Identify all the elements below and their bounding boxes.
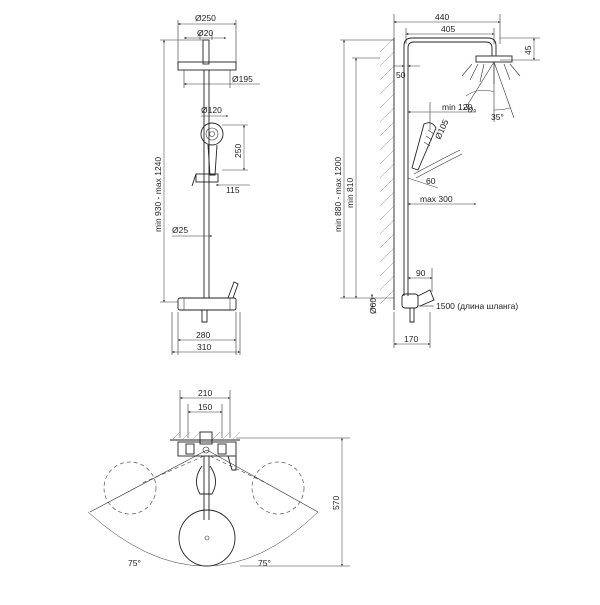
- mixer-top: [177, 441, 237, 457]
- dim-45: 45: [523, 45, 533, 55]
- dim-150: 150: [198, 402, 212, 412]
- dim-height-range: min 930 - max 1240: [153, 157, 163, 232]
- dim-d25: Ø25: [172, 225, 188, 235]
- hand-shower-side: [411, 122, 437, 171]
- shower-arm: [403, 37, 497, 70]
- hand-shower-face: [200, 122, 224, 146]
- top-view: 210 150 75°: [87, 388, 350, 568]
- dim-250: 250: [233, 144, 243, 158]
- dim-min-120: min 120: [442, 102, 473, 112]
- dim-d120: Ø120: [201, 105, 222, 115]
- dim-570: 570: [331, 496, 341, 510]
- dim-405: 405: [441, 24, 455, 34]
- angle-right-75: 75°: [258, 558, 271, 568]
- dim-height-range-side: min 880 - max 1200: [333, 157, 343, 232]
- dim-max-300: max 300: [420, 194, 453, 204]
- dim-d60: Ø60: [368, 298, 378, 314]
- dim-310: 310: [197, 342, 211, 352]
- rain-shower-head: [177, 61, 237, 71]
- dim-d250: Ø250: [195, 13, 216, 23]
- dim-210: 210: [198, 388, 212, 398]
- dim-170: 170: [404, 334, 418, 344]
- swing-position-right: [251, 461, 305, 515]
- dim-d20: Ø20: [197, 28, 213, 38]
- label-hose-length: 1500 (длина шланга): [436, 301, 518, 311]
- slide-holder: [195, 173, 219, 183]
- angle-60: 60: [426, 176, 436, 186]
- swing-position-left: [103, 461, 157, 515]
- dim-90: 90: [416, 268, 426, 278]
- angle-left-75: 75°: [128, 558, 141, 568]
- dim-min-810: min 810: [345, 177, 355, 208]
- dim-50: 50: [396, 70, 406, 80]
- hose: [413, 149, 461, 175]
- dim-115: 115: [226, 185, 240, 195]
- dim-440: 440: [435, 12, 449, 22]
- side-view: 440 405 45 30° 35° 50: [333, 12, 540, 348]
- mixer-side: [401, 293, 419, 309]
- dim-280: 280: [196, 330, 210, 340]
- dim-d105: Ø105: [433, 118, 451, 141]
- wall-hatching: [379, 37, 395, 305]
- thermostatic-mixer: [177, 297, 237, 311]
- rain-head-side: [475, 55, 513, 63]
- dim-d195: Ø195: [232, 74, 253, 84]
- front-view: Ø250 Ø20 Ø195 Ø120 250: [153, 13, 260, 355]
- rain-head-top: [178, 509, 236, 567]
- swing-arc: [87, 511, 319, 567]
- angle-35: 35°: [491, 112, 504, 122]
